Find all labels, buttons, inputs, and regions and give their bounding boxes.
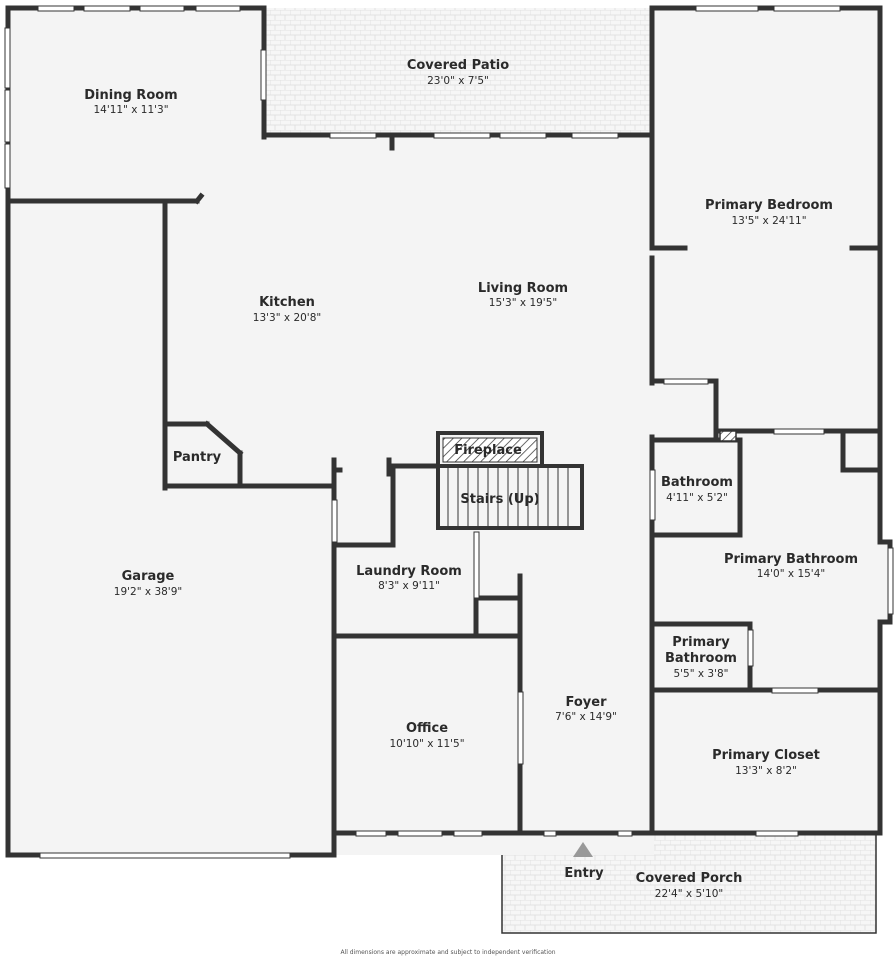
office-dims: 10'10" x 11'5" [389, 738, 464, 750]
primary-bedroom-label: Primary Bedroom [705, 198, 833, 213]
entry-arrow-icon [573, 842, 593, 857]
primary-bathroom-label: Primary Bathroom [724, 552, 858, 567]
covered-patio-label: Covered Patio [407, 58, 509, 73]
garage-dims: 19'2" x 38'9" [114, 586, 182, 598]
kitchen-dims: 13'3" x 20'8" [253, 312, 321, 324]
disclaimer-text: All dimensions are approximate and subje… [340, 949, 556, 956]
covered-porch-dims: 22'4" x 5'10" [655, 888, 723, 900]
laundry-room-label: Laundry Room [356, 564, 462, 579]
covered-patio-floor [264, 8, 652, 135]
primary-closet-dims: 13'3" x 8'2" [735, 765, 797, 777]
covered-patio-dims: 23'0" x 7'5" [427, 75, 489, 87]
bathroom-dims: 4'11" x 5'2" [666, 492, 728, 504]
fireplace-label: Fireplace [454, 443, 522, 458]
primary-bedroom-dims: 13'5" x 24'11" [731, 215, 806, 227]
windows [4, 5, 894, 859]
garage-label: Garage [122, 569, 175, 584]
living-room-label: Living Room [478, 281, 568, 296]
primary-bathroom-dims: 14'0" x 15'4" [757, 568, 825, 580]
dining-room-label: Dining Room [84, 88, 177, 103]
primary-closet-label: Primary Closet [712, 748, 820, 763]
office-label: Office [406, 721, 448, 736]
living-room-dims: 15'3" x 19'5" [489, 297, 557, 309]
covered-porch-label: Covered Porch [636, 871, 743, 886]
pantry-label: Pantry [173, 450, 222, 465]
stair-treads [447, 466, 569, 528]
primary-bathroom-2-label-line1: Primary [672, 635, 730, 650]
fireplace-hearth [442, 437, 538, 463]
stairs-label: Stairs (Up) [460, 492, 539, 507]
kitchen-label: Kitchen [259, 295, 315, 310]
bathroom-label: Bathroom [661, 475, 733, 490]
dining-room-dims: 14'11" x 11'3" [93, 104, 168, 116]
entry-label: Entry [564, 866, 604, 881]
foyer-dims: 7'6" x 14'9" [555, 711, 617, 723]
primary-bathroom-2-dims: 5'5" x 3'8" [673, 668, 728, 680]
small-hatch-box [719, 430, 737, 442]
primary-bathroom-2-label-line2: Bathroom [665, 651, 737, 666]
laundry-room-dims: 8'3" x 9'11" [378, 580, 440, 592]
foyer-label: Foyer [566, 695, 608, 710]
